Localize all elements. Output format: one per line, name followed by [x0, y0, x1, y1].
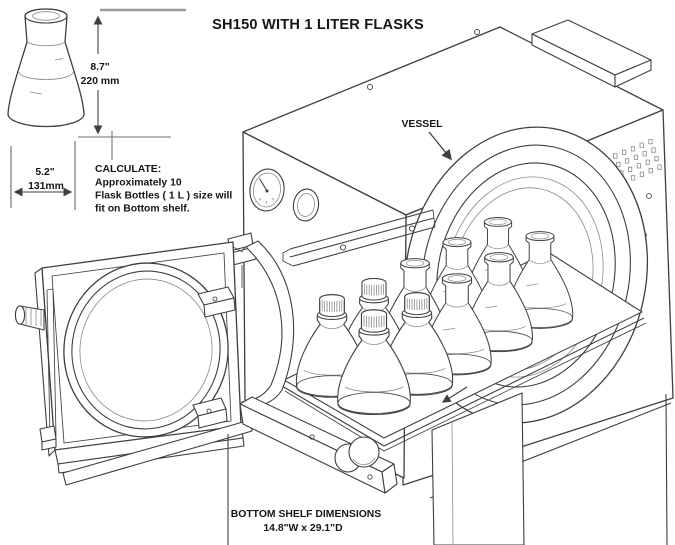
vessel-label: VESSEL	[402, 119, 444, 130]
door	[14, 241, 253, 545]
height-dimension: 8.7" 220 mm	[78, 8, 186, 160]
calculate-heading: CALCULATE:	[95, 164, 161, 175]
door-frame-inner	[51, 252, 232, 444]
door-hinge-bracket	[192, 397, 228, 429]
flask-rim	[24, 8, 68, 24]
door-foot	[39, 425, 57, 451]
top-electrical-box	[531, 19, 652, 88]
measured-flask	[7, 8, 85, 128]
page-title: SH150 WITH 1 LITER FLASKS	[212, 17, 424, 33]
pressure-gauge	[249, 168, 285, 212]
flask-height-in-label: 8.7"	[90, 62, 109, 73]
calculate-line3: fit on Bottom shelf.	[95, 204, 190, 215]
vessel-callout: VESSEL	[402, 119, 452, 161]
secondary-dial	[292, 188, 320, 222]
bottom-shelf-title: BOTTOM SHELF DIMENSIONS	[231, 509, 382, 520]
roller	[348, 436, 380, 468]
flask-width-in-label: 5.2"	[35, 167, 54, 178]
gauge-needle	[259, 178, 268, 192]
shelf-rail	[282, 209, 436, 267]
calculate-line2: Flask Bottles ( 1 L ) size will	[95, 191, 232, 202]
side-screw-hole	[646, 193, 652, 199]
shelf-slide-arrow	[441, 386, 468, 403]
flask-width-mm-label: 131mm	[28, 181, 64, 192]
tray-rim	[281, 317, 645, 447]
bottom-shelf-note: BOTTOM SHELF DIMENSIONS 14.8"W x 29.1"D	[231, 509, 382, 534]
vessel-arrow	[428, 131, 452, 161]
width-dimension: 5.2" 131mm	[10, 141, 76, 210]
dimension-bar-bottom	[78, 131, 171, 160]
top-screw-hole	[366, 83, 374, 91]
right-leg	[665, 393, 668, 545]
calculate-line1: Approximately 10	[95, 178, 182, 189]
bottom-shelf-size: 14.8"W x 29.1"D	[263, 523, 343, 534]
support-arm	[239, 396, 398, 494]
calculate-note: CALCULATE: Approximately 10 Flask Bottle…	[95, 164, 232, 215]
door-support-bar	[62, 419, 253, 486]
door-latch-bracket	[197, 286, 236, 318]
tray-slide-rail	[284, 322, 647, 452]
pedestal	[431, 392, 525, 545]
flask-height-mm-label: 220 mm	[81, 76, 120, 87]
door-seal	[63, 262, 229, 438]
top-screw-hole	[473, 28, 481, 36]
door-handle	[14, 305, 45, 331]
